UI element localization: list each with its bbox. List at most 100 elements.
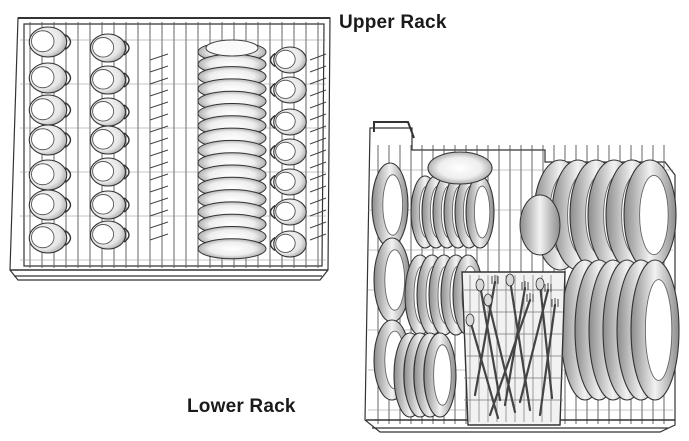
rack-tine (149, 185, 169, 193)
cup-rim (275, 171, 296, 191)
cup-handle (269, 174, 276, 190)
utensil (538, 303, 557, 417)
cup-rim (31, 193, 55, 216)
cup (28, 94, 72, 126)
cup (89, 190, 130, 220)
rack-tine (309, 137, 327, 145)
cup (89, 97, 130, 127)
cup (89, 33, 130, 63)
utensil (486, 298, 517, 414)
plate-well (639, 174, 669, 256)
rack-tine (149, 113, 169, 121)
rack-tine (309, 173, 327, 181)
cup-rim (92, 161, 115, 182)
cup-rim (275, 49, 296, 69)
cup (269, 168, 307, 196)
rack-tine (309, 89, 327, 97)
upper-rack-cups (28, 26, 307, 258)
plate (465, 175, 495, 249)
cup (89, 157, 130, 187)
rack-tine (149, 77, 169, 85)
plate-well (644, 279, 673, 381)
plate-well (433, 344, 452, 406)
utensil (508, 278, 532, 412)
small-plate (519, 194, 561, 256)
cup (269, 198, 307, 226)
cup-rim (92, 129, 115, 150)
cup-handle (123, 72, 130, 88)
cup-handle (123, 132, 130, 148)
plate (373, 237, 411, 323)
rack-tine (309, 113, 327, 121)
plate (623, 159, 677, 271)
rack-tine (149, 125, 169, 133)
rack-tine (309, 125, 327, 133)
cup-handle (123, 104, 130, 120)
cup-rim (92, 69, 115, 90)
silverware-basket (461, 271, 566, 426)
utensil (538, 282, 554, 400)
cup-rim (92, 37, 115, 58)
cup-handle (64, 166, 72, 184)
rack-tine (309, 161, 327, 169)
bowl (427, 151, 493, 185)
plate (630, 259, 680, 401)
saucer-top (205, 39, 259, 57)
cup (28, 159, 72, 191)
cup (269, 138, 307, 166)
rack-tine (149, 149, 169, 157)
cup-handle (64, 196, 72, 214)
rack-tine (149, 53, 169, 61)
cup-rim (275, 79, 296, 99)
cup-handle (64, 69, 72, 87)
lower-rack-frame (364, 127, 676, 433)
spoon-head (465, 313, 475, 327)
fork-tines (521, 281, 529, 290)
spoon-head (483, 293, 493, 307)
lower-rack-label: Lower Rack (187, 396, 296, 417)
utensil (518, 288, 550, 404)
fork-tines (544, 283, 552, 292)
cup-rim (31, 128, 55, 151)
plate (371, 162, 409, 248)
cup-rim (275, 141, 296, 161)
rack-tine (309, 221, 327, 229)
plate (423, 332, 457, 418)
rack-tine (309, 101, 327, 109)
cup-rim (31, 98, 55, 121)
cup (28, 26, 72, 58)
cup-rim (31, 226, 55, 249)
rack-tine (309, 65, 327, 73)
spoon-head (505, 273, 515, 287)
cup-rim (31, 66, 55, 89)
spoon-head (475, 278, 485, 292)
cup-rim (275, 233, 296, 253)
cup-handle (64, 229, 72, 247)
cup (28, 189, 72, 221)
rack-tine (149, 173, 169, 181)
rack-tine (149, 209, 169, 217)
utensil (468, 318, 500, 420)
cup-handle (269, 114, 276, 130)
cup-handle (269, 144, 276, 160)
cup-handle (123, 197, 130, 213)
rack-tine (149, 137, 169, 145)
rack-tine (149, 233, 169, 241)
upper-rack-label: Upper Rack (339, 12, 447, 33)
cup-handle (269, 236, 276, 252)
cup-handle (123, 164, 130, 180)
fork-tines (526, 293, 534, 302)
utensil (488, 298, 532, 417)
upper-rack-frame-inner (23, 23, 325, 267)
cup-handle (64, 33, 72, 51)
rack-tine (309, 149, 327, 157)
cup-rim (275, 111, 296, 131)
plate-well (382, 174, 404, 236)
cup (28, 124, 72, 156)
fork-tines (551, 298, 559, 307)
cup (89, 220, 130, 250)
rack-tine (309, 77, 327, 85)
cup-handle (64, 101, 72, 119)
cup (89, 125, 130, 155)
